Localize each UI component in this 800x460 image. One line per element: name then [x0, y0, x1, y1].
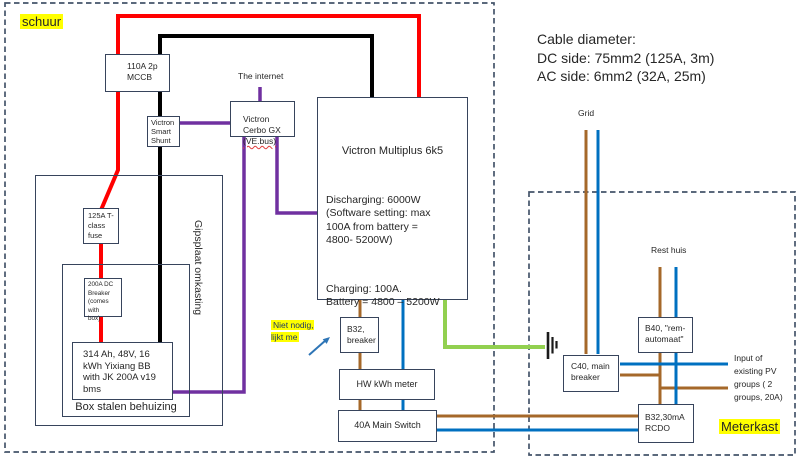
multiplus-title: Victron Multiplus 6k5	[341, 145, 444, 157]
mccb-breaker-box: 110A 2p MCCB	[105, 54, 170, 92]
multiplus-charging-text: Charging: 100A. Battery = 4800 – 5200W	[326, 282, 440, 309]
niet-nodig-note: Niet nodig, lijkt me	[271, 320, 314, 343]
hw-kwh-meter-box: HW kWh meter	[339, 369, 435, 400]
c40-main-breaker-box: C40, main breaker	[563, 355, 619, 392]
stalen-box-enclosure	[62, 264, 190, 417]
niet-nodig-note-text: Niet nodig, lijkt me	[271, 320, 314, 342]
earth-ground-icon	[546, 332, 558, 359]
schuur-zone-label: schuur	[20, 14, 64, 29]
b32-breaker-box: B32, breaker	[340, 317, 379, 353]
pv-input-label: Input of existing PV groups ( 2 groups, …	[734, 353, 783, 402]
victron-smart-shunt-box: Victron Smart Shunt	[147, 116, 180, 147]
rcdo-box: B32,30mA RCDO	[638, 404, 694, 443]
meterkast-zone-label-text: Meterkast	[719, 419, 781, 434]
b40-remautomaat-box: B40, "rem- automaat"	[638, 317, 693, 353]
gipsplaat-enclosure	[35, 175, 223, 426]
internet-label: The internet	[238, 71, 284, 81]
cerbo-gx-label: Victron Cerbo GX	[243, 114, 281, 136]
stalen-box-label: Box stalen behuizing	[75, 401, 177, 413]
multiplus-discharging-text: Discharging: 6000W (Software setting: ma…	[326, 193, 431, 247]
victron-cerbo-gx-box: Victron Cerbo GX (VE.bus)	[230, 101, 295, 146]
main-switch-box: 40A Main Switch	[338, 410, 437, 442]
meterkast-zone-label: Meterkast	[719, 419, 781, 434]
gipsplaat-label: Gipsplaat omkasting	[192, 220, 204, 316]
rest-huis-label: Rest huis	[651, 245, 687, 255]
battery-box: 314 Ah, 48V, 16 kWh Yixiang BB with JK 2…	[72, 342, 173, 400]
grid-label: Grid	[578, 108, 595, 118]
dc-breaker-box: 200A DC Breaker (comes with box)	[84, 278, 122, 322]
wire-cerbo-multiplus-purple	[275, 137, 317, 215]
cable-diameter-note: Cable diameter: DC side: 75mm2 (125A, 3m…	[537, 31, 715, 84]
t-class-fuse-box: 125A T- class fuse	[83, 208, 119, 244]
victron-multiplus-box: Victron Multiplus 6k5 Discharging: 6000W…	[317, 97, 468, 308]
cerbo-vebus-label: (VE.bus)	[243, 136, 277, 147]
schuur-zone-label-text: schuur	[20, 14, 64, 29]
